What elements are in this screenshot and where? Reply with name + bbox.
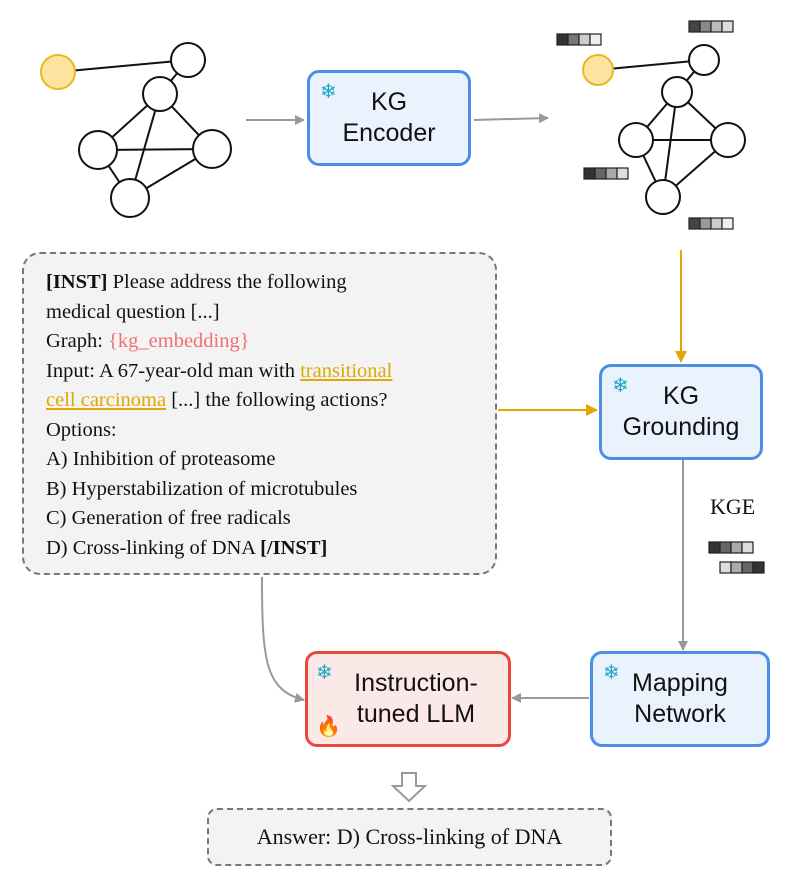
- prompt-template-box: [INST] Please address the following medi…: [22, 252, 497, 575]
- graph-node-highlighted: [582, 54, 614, 86]
- embedding-vector: [688, 20, 734, 33]
- answer-box: Answer: D) Cross-linking of DNA: [207, 808, 612, 866]
- embedding-vector: [688, 217, 734, 230]
- graph-node-highlighted: [40, 54, 76, 90]
- fire-icon: 🔥: [316, 714, 341, 738]
- llm-label: Instruction- tuned LLM: [354, 668, 478, 728]
- kge-label: KGE: [710, 494, 756, 519]
- prompt-input-line: cell carcinoma [...] the following actio…: [46, 389, 388, 411]
- inst-open-tag: [INST]: [46, 271, 108, 293]
- graph-node: [710, 122, 746, 158]
- inst-close-tag: [/INST]: [260, 536, 328, 559]
- kge-vector: [719, 561, 765, 574]
- graph-node: [142, 76, 178, 112]
- kge-vector: [708, 541, 754, 554]
- embedded-knowledge-graph: [582, 44, 746, 215]
- option-c: C) Generation of free radicals: [46, 507, 291, 529]
- graph-node: [78, 130, 118, 170]
- arrow-encoder-to-graph: [473, 113, 549, 124]
- prompt-input-line: Input: A 67-year-old man with transition…: [46, 359, 393, 382]
- option-a: A) Inhibition of proteasome: [46, 448, 276, 470]
- instruction-tuned-llm-block: ❄ 🔥 Instruction- tuned LLM: [305, 651, 511, 747]
- prompt-line: [INST] Please address the following: [46, 271, 347, 293]
- embedding-vector: [556, 33, 602, 46]
- snowflake-icon: ❄: [612, 373, 629, 397]
- options-label: Options:: [46, 418, 117, 441]
- snowflake-icon: ❄: [320, 79, 337, 103]
- graph-node: [661, 76, 693, 108]
- graph-node: [110, 178, 150, 218]
- mapping-network-label: Mapping Network: [632, 668, 728, 728]
- prompt-line: medical question [...]: [46, 300, 220, 323]
- entity-mention: transitional: [300, 359, 393, 382]
- snowflake-icon: ❄: [603, 660, 620, 684]
- prompt-graph-line: Graph: {kg_embedding}: [46, 330, 250, 352]
- graph-node: [618, 122, 654, 158]
- graph-node: [688, 44, 720, 76]
- graph-node: [192, 129, 232, 169]
- graph-node: [645, 179, 681, 215]
- option-d: D) Cross-linking of DNA [/INST]: [46, 536, 328, 559]
- kg-grounding-label: KG Grounding: [622, 381, 740, 441]
- entity-mention: cell carcinoma: [46, 389, 167, 411]
- option-b: B) Hyperstabilization of microtubules: [46, 477, 358, 500]
- mapping-network-block: ❄ Mapping Network: [590, 651, 770, 747]
- hollow-down-arrow-icon: [390, 772, 428, 803]
- arrow-prompt-to-llm: [261, 576, 305, 703]
- kg-encoder-label: KG Encoder: [342, 87, 436, 147]
- kg-encoder-block: ❄ KG Encoder: [307, 70, 471, 166]
- input-knowledge-graph: [40, 42, 232, 218]
- embedding-vector: [583, 167, 629, 180]
- snowflake-icon: ❄: [316, 660, 333, 684]
- graph-node: [170, 42, 206, 78]
- kg-grounding-block: ❄ KG Grounding: [599, 364, 763, 460]
- kg-embedding-placeholder: {kg_embedding}: [108, 330, 250, 352]
